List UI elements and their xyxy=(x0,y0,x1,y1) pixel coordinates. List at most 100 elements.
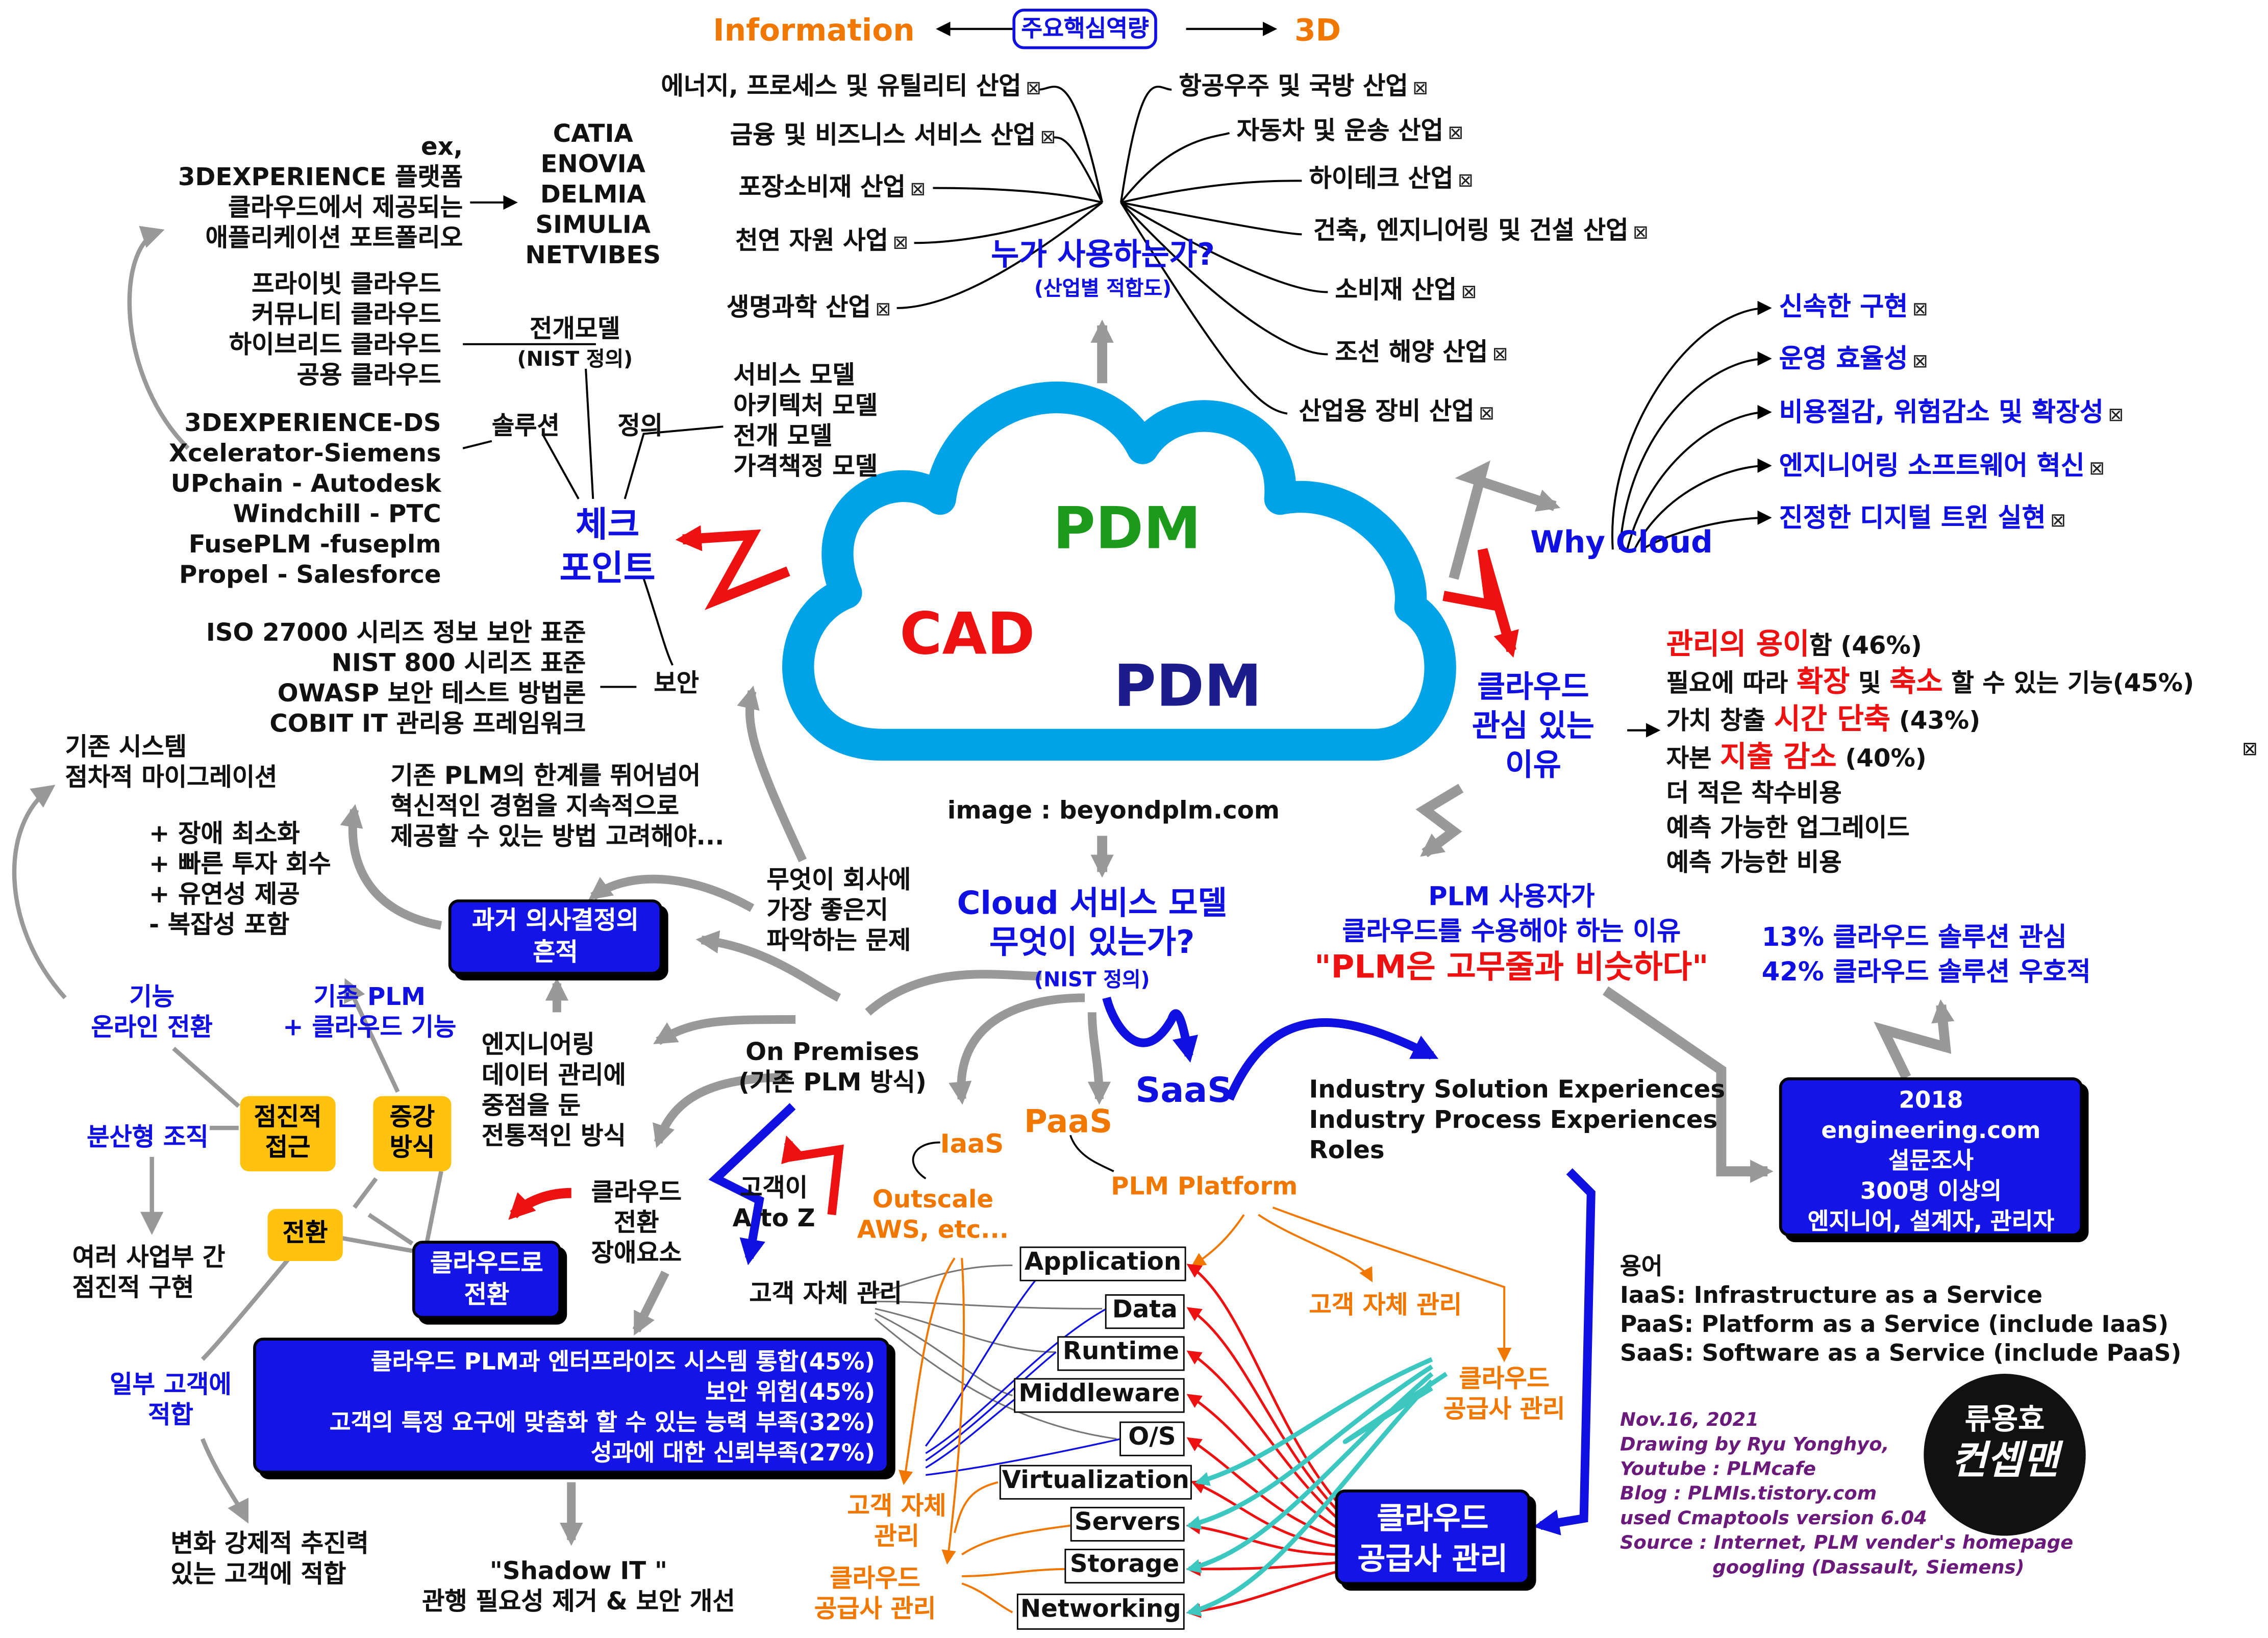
industry-packaging: 포장소비재 산업⊠ xyxy=(738,173,926,203)
who-uses-subtitle: (산업별 적합도) xyxy=(1034,278,1172,301)
interest-reason-text: 자본 xyxy=(1666,744,1721,774)
expand-icon[interactable]: ⊠ xyxy=(1912,299,1928,321)
interest-reason-6: 예측 가능한 비용 xyxy=(1666,846,2194,880)
interest-reason-3: 자본 지출 감소 (40%) xyxy=(1666,739,2194,777)
cloud-shape xyxy=(782,381,1456,761)
expand-icon[interactable]: ⊠ xyxy=(1040,127,1056,149)
expand-icon[interactable]: ⊠ xyxy=(1912,351,1928,373)
interest-reason-0: 관리의 용이함 (46%) xyxy=(1666,626,2194,664)
stack-storage: Storage xyxy=(1064,1549,1185,1584)
expand-icon[interactable]: ⊠ xyxy=(1632,222,1649,245)
interest-reason-text: 관리의 용이 xyxy=(1666,626,1810,661)
stack-data: Data xyxy=(1105,1294,1185,1329)
why-item-efficiency: 운영 효율성⊠ xyxy=(1779,344,1928,375)
interest-reason-4: 더 적은 착수비용 xyxy=(1666,776,2194,811)
three-d-label: 3D xyxy=(1294,13,1341,48)
plm-users-line2: 클라우드를 수용해야 하는 이유 xyxy=(1342,917,1681,947)
expand-icon[interactable]: ⊠ xyxy=(1492,344,1508,366)
expand-icon[interactable]: ⊠ xyxy=(1479,403,1495,425)
expand-icon[interactable]: ⊠ xyxy=(1461,282,1477,304)
interest-reason-text: 가치 창출 xyxy=(1666,707,1774,736)
interest-reason-1: 필요에 따라 확장 및 축소 할 수 있는 기능(45%) xyxy=(1666,664,2194,701)
stat-interest: 13% 클라우드 솔루션 관심 xyxy=(1761,922,2067,953)
industry-consumer: 소비재 산업⊠ xyxy=(1335,276,1477,306)
expand-icon[interactable]: ⊠ xyxy=(2050,510,2066,533)
information-label: Information xyxy=(713,13,915,48)
industry-high-tech: 하이테크 산업⊠ xyxy=(1309,165,1474,194)
stack-networking: Networking xyxy=(1016,1593,1185,1630)
expand-icon[interactable]: ⊠ xyxy=(1026,78,1042,100)
industry-construction: 건축, 엔지니어링 및 건설 산업⊠ xyxy=(1313,217,1649,246)
interest-reason-text: (43%) xyxy=(1890,707,1981,736)
cloud-word-cad: CAD xyxy=(900,601,1035,668)
expand-icon[interactable]: ⊠ xyxy=(892,233,909,255)
saas-label: SaaS xyxy=(1135,1070,1233,1111)
interest-reason-text: (40%) xyxy=(1836,744,1927,774)
industry-life-science: 생명과학 산업⊠ xyxy=(726,293,891,323)
why-item-fast: 신속한 구현⊠ xyxy=(1779,292,1928,323)
expand-icon[interactable]: ⊠ xyxy=(2108,405,2124,427)
interest-reason-text: 시간 단축 xyxy=(1774,701,1891,736)
interest-reason-text: 지출 감소 xyxy=(1720,739,1837,774)
switch-box: 전환 xyxy=(267,1208,343,1261)
industry-equipment: 산업용 장비 산업⊠ xyxy=(1299,397,1495,427)
expand-icon[interactable]: ⊠ xyxy=(1448,122,1464,145)
stack-application: Application xyxy=(1019,1246,1186,1281)
interest-reason-text: 함 (46%) xyxy=(1809,632,1922,661)
expand-icon[interactable]: ⊠ xyxy=(910,179,926,201)
deploy-model-label: 전개모델(NIST 정의) xyxy=(517,315,633,372)
interest-reason-text: 및 xyxy=(1850,669,1890,699)
industry-energy: 에너지, 프로세스 및 유틸리티 산업⊠ xyxy=(661,72,1042,102)
plm-users-line1: PLM 사용자가 xyxy=(1428,882,1595,913)
service-model-subtitle: (NIST 정의) xyxy=(1034,969,1150,992)
stack-virtualization: Virtualization xyxy=(999,1465,1192,1500)
migration-pros-list: + 장애 최소화+ 빠른 투자 회수+ 유연성 제공- 복잡성 포함 xyxy=(148,820,331,940)
expand-icon[interactable]: ⊠ xyxy=(875,299,891,321)
who-uses-title: 누가 사용하는가? xyxy=(991,237,1215,272)
expand-icon[interactable]: ⊠ xyxy=(1457,170,1474,193)
iaas-label: IaaS xyxy=(940,1129,1004,1160)
industry-shipbuilding: 조선 해양 산업⊠ xyxy=(1335,338,1508,368)
expand-icon[interactable]: ⊠ xyxy=(2241,739,2258,761)
interest-list: 관리의 용이함 (46%)필요에 따라 확장 및 축소 할 수 있는 기능(45… xyxy=(1666,626,2194,880)
why-item-digital-twin: 진정한 디지털 트윈 실현⊠ xyxy=(1779,503,2066,534)
stack-servers: Servers xyxy=(1070,1506,1185,1542)
industry-finance: 금융 및 비즈니스 서비스 산업⊠ xyxy=(730,121,1056,150)
interest-reason-text: 더 적은 착수비용 xyxy=(1666,779,1842,809)
obstacle-list-box: 클라우드 PLM과 엔터프라이즈 시스템 통합(45%)보안 위험(45%)고객… xyxy=(253,1338,890,1474)
customer-self-managed-right: 고객 자체 관리 xyxy=(1309,1291,1462,1321)
stat-favorable: 42% 클라우드 솔루션 우호적 xyxy=(1761,957,2091,988)
expand-icon[interactable]: ⊠ xyxy=(1412,78,1429,100)
distributed-org: 분산형 조직 xyxy=(87,1123,209,1153)
core-competency-node: 주요핵심역량 xyxy=(1012,9,1158,49)
why-item-innovation: 엔지니어링 소프트웨어 혁신⊠ xyxy=(1779,451,2105,482)
plm-platform-label: PLM Platform xyxy=(1111,1173,1298,1202)
expand-icon[interactable]: ⊠ xyxy=(2089,458,2105,481)
stack-runtime: Runtime xyxy=(1057,1336,1185,1371)
interest-reason-5: 예측 가능한 업그레이드 xyxy=(1666,811,2194,846)
plm-users-quote: "PLM은 고무줄과 비슷하다" xyxy=(1314,950,1709,987)
interest-reason-text: 할 수 있는 기능(45%) xyxy=(1942,669,2195,699)
